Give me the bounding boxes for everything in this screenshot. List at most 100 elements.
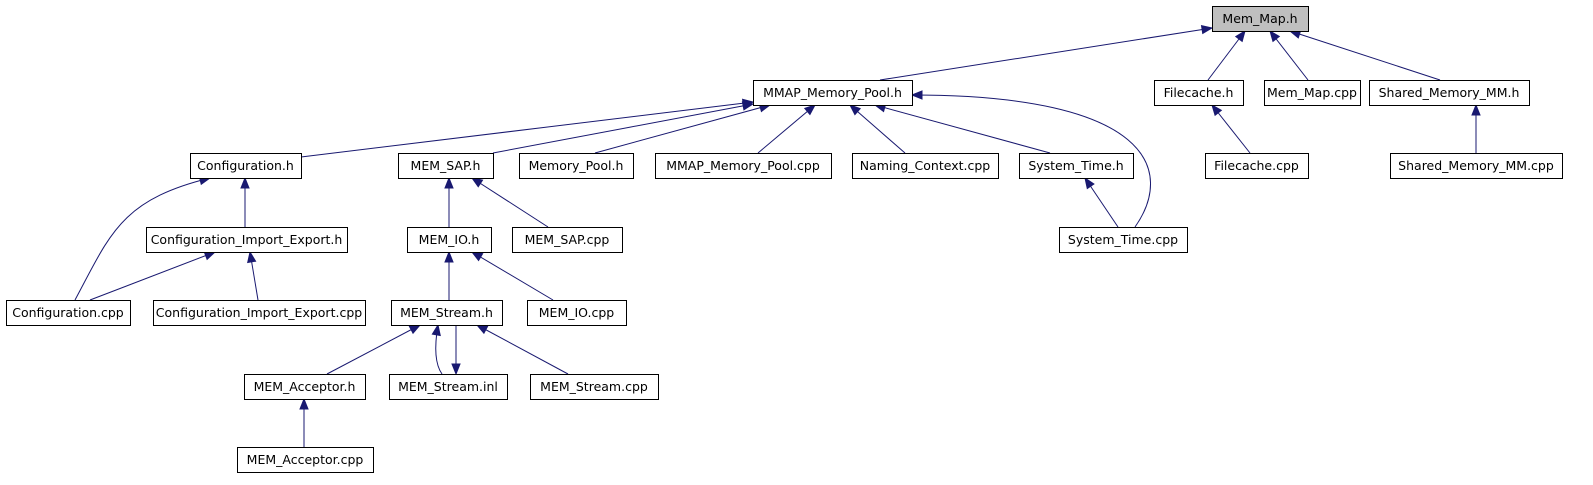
node-mem-acceptor-h[interactable]: MEM_Acceptor.h xyxy=(244,374,366,400)
node-label: MEM_Acceptor.h xyxy=(254,379,356,394)
node-box xyxy=(244,374,366,400)
node-label: MEM_Stream.inl xyxy=(398,379,498,394)
edge-mem_io_h-to-mem_sap_h xyxy=(444,176,454,227)
node-box xyxy=(1205,153,1309,179)
edge-line xyxy=(594,104,771,154)
arrowhead xyxy=(470,251,484,262)
arrowhead xyxy=(1269,29,1281,43)
arrowhead xyxy=(451,363,461,376)
edge-mem_io_cpp-to-mem_io_h xyxy=(470,251,554,301)
arrowhead xyxy=(803,104,817,116)
node-box xyxy=(655,153,832,179)
node-filecache-cpp[interactable]: Filecache.cpp xyxy=(1205,153,1309,179)
node-box xyxy=(237,447,374,473)
node-box xyxy=(1369,80,1530,106)
node-label: MEM_SAP.cpp xyxy=(525,232,610,247)
node-mmap-memory-pool-cpp[interactable]: MMAP_Memory_Pool.cpp xyxy=(655,153,832,179)
node-mem-map-cpp[interactable]: Mem_Map.cpp xyxy=(1264,80,1361,106)
node-box xyxy=(391,300,503,326)
arrowhead xyxy=(910,90,923,100)
edge-mmap_memory_pool_h-to-mem_map_h xyxy=(879,24,1214,81)
node-configuration-h[interactable]: Configuration.h xyxy=(190,153,302,179)
node-memory-pool-h[interactable]: Memory_Pool.h xyxy=(519,153,634,179)
edge-mmap_memory_pool_cpp-to-mmap_memory_pool_h xyxy=(757,104,817,154)
node-shared-memory-mm-cpp[interactable]: Shared_Memory_MM.cpp xyxy=(1390,153,1563,179)
arrowhead xyxy=(431,323,441,337)
node-box xyxy=(1019,153,1134,179)
arrowhead xyxy=(1084,176,1095,190)
arrowhead xyxy=(848,104,862,116)
node-configuration-import-export-cpp[interactable]: Configuration_Import_Export.cpp xyxy=(153,300,366,326)
edge-line xyxy=(471,177,549,228)
node-mmap-memory-pool-h[interactable]: MMAP_Memory_Pool.h xyxy=(753,80,913,106)
node-box xyxy=(6,300,131,326)
edge-line xyxy=(911,94,1151,228)
node-mem-io-cpp[interactable]: MEM_IO.cpp xyxy=(527,300,627,326)
edge-mem_sap_h-to-mmap_memory_pool_h xyxy=(492,101,755,154)
node-label: Configuration.h xyxy=(197,158,294,173)
node-box xyxy=(389,374,508,400)
node-mem-acceptor-cpp[interactable]: MEM_Acceptor.cpp xyxy=(237,447,374,473)
edge-line xyxy=(476,324,569,375)
node-box xyxy=(1154,80,1244,106)
arrowhead xyxy=(247,250,257,264)
node-mem-stream-inl[interactable]: MEM_Stream.inl xyxy=(389,374,508,400)
edge-configuration_import_export_cpp-to-configuration_import_export_h xyxy=(247,250,259,301)
edge-system_time_h-to-mmap_memory_pool_h xyxy=(873,103,1051,154)
node-box xyxy=(519,153,634,179)
edge-naming_context_cpp-to-mmap_memory_pool_h xyxy=(848,104,906,154)
node-mem-stream-cpp[interactable]: MEM_Stream.cpp xyxy=(530,374,659,400)
edge-configuration_import_export_h-to-configuration_h xyxy=(240,176,250,227)
arrowhead xyxy=(1200,24,1214,35)
node-configuration-cpp[interactable]: Configuration.cpp xyxy=(6,300,131,326)
node-label: Configuration.cpp xyxy=(12,305,124,320)
node-label: Filecache.cpp xyxy=(1214,158,1299,173)
node-label: MEM_Stream.h xyxy=(400,305,493,320)
node-label: Filecache.h xyxy=(1164,85,1234,100)
node-label: Configuration_Import_Export.cpp xyxy=(156,305,362,320)
node-label: Memory_Pool.h xyxy=(529,158,624,173)
edge-mem_acceptor_cpp-to-mem_acceptor_h xyxy=(299,397,309,447)
node-box xyxy=(1264,80,1361,106)
edge-line xyxy=(74,177,211,301)
node-mem-sap-h[interactable]: MEM_SAP.h xyxy=(398,153,494,179)
edge-line xyxy=(849,104,906,154)
edge-mem_acceptor_h-to-mem_stream_h xyxy=(326,324,422,375)
node-label: Configuration_Import_Export.h xyxy=(151,232,343,247)
edge-line xyxy=(300,101,754,158)
node-shared-memory-mm-h[interactable]: Shared_Memory_MM.h xyxy=(1369,80,1530,106)
node-mem-stream-h[interactable]: MEM_Stream.h xyxy=(391,300,503,326)
node-mem-io-h[interactable]: MEM_IO.h xyxy=(407,227,492,253)
edge-system_time_cpp-to-mmap_memory_pool_h xyxy=(910,90,1151,228)
node-box xyxy=(1212,6,1309,32)
edge-system_time_cpp-to-system_time_h xyxy=(1084,176,1119,228)
node-system-time-h[interactable]: System_Time.h xyxy=(1019,153,1134,179)
node-box xyxy=(527,300,627,326)
node-box xyxy=(530,374,659,400)
node-system-time-cpp[interactable]: System_Time.cpp xyxy=(1059,227,1188,253)
node-label: System_Time.cpp xyxy=(1068,232,1178,247)
arrowhead xyxy=(741,101,755,111)
node-filecache-h[interactable]: Filecache.h xyxy=(1154,80,1244,106)
node-label: Mem_Map.cpp xyxy=(1267,85,1357,100)
edge-filecache_cpp-to-filecache_h xyxy=(1211,103,1251,154)
node-box xyxy=(512,227,623,253)
edge-mem_stream_cpp-to-mem_stream_h xyxy=(475,324,569,375)
edge-line xyxy=(471,251,554,301)
node-label: MMAP_Memory_Pool.cpp xyxy=(666,158,820,173)
node-box xyxy=(190,153,302,179)
edge-filecache_h-to-mem_map_h xyxy=(1207,29,1246,81)
arrowhead xyxy=(475,324,489,335)
node-box xyxy=(852,153,999,179)
arrowhead xyxy=(1234,29,1246,43)
node-label: System_Time.h xyxy=(1028,158,1123,173)
node-mem-map-h[interactable]: Mem_Map.h xyxy=(1212,6,1309,32)
node-configuration-import-export-h[interactable]: Configuration_Import_Export.h xyxy=(146,227,348,253)
node-label: MEM_IO.h xyxy=(419,232,480,247)
node-naming-context-cpp[interactable]: Naming_Context.cpp xyxy=(852,153,999,179)
edge-configuration_cpp-to-configuration_import_export_h xyxy=(89,251,217,301)
node-mem-sap-cpp[interactable]: MEM_SAP.cpp xyxy=(512,227,623,253)
node-box xyxy=(753,80,913,106)
